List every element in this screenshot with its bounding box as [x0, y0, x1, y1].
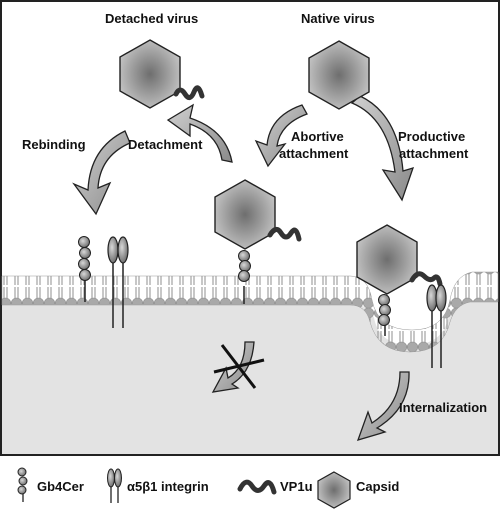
integrin-receptor-left: [107, 236, 129, 328]
legend-capsid-icon: [317, 471, 351, 509]
abortive-virus-capsid: [214, 179, 276, 250]
abortive-label-line2: attachment: [279, 146, 349, 161]
cell-membrane: [1, 271, 499, 353]
legend-capsid-label: Capsid: [356, 479, 400, 494]
blocked-entry-arrow: [211, 341, 255, 393]
legend-vp1u-icon: [237, 479, 277, 495]
abortive-attachment-arrow: [254, 104, 308, 168]
gb4cer-receptor-left: [78, 236, 91, 302]
native-virus-capsid: [308, 40, 370, 110]
detachment-label: Detachment: [128, 137, 203, 152]
cytoplasm: [2, 300, 498, 454]
productive-virus-capsid: [356, 224, 418, 295]
native-virus-label: Native virus: [301, 11, 375, 26]
legend-vp1u-label: VP1u: [280, 479, 313, 494]
productive-label-line2: attachment: [399, 146, 469, 161]
detached-virus-vp1u: [173, 85, 205, 100]
integrin-receptor-productive: [426, 284, 447, 368]
legend-integrin-icon: [107, 468, 122, 503]
internalization-arrow: [356, 371, 410, 441]
abortive-label-line1: Abortive: [291, 129, 344, 144]
legend-gb4cer-label: Gb4Cer: [37, 479, 84, 494]
productive-label-line1: Productive: [398, 129, 466, 144]
productive-attachment-arrow: [350, 95, 415, 202]
abortive-virus-vp1u: [267, 227, 302, 242]
detached-virus-capsid: [119, 39, 181, 109]
detachment-arrow: [166, 103, 233, 163]
productive-virus-vp1u: [409, 271, 443, 287]
legend-gb4cer-icon: [17, 467, 28, 502]
block-cross-line-2: [213, 358, 265, 374]
rebinding-arrow: [72, 130, 131, 216]
legend-integrin-label: α5β1 integrin: [127, 479, 209, 494]
rebinding-label: Rebinding: [22, 137, 86, 152]
internalization-label: Internalization: [399, 400, 488, 415]
detached-virus-label: Detached virus: [105, 11, 199, 26]
gb4cer-receptor-productive: [378, 294, 391, 336]
gb4cer-receptor-abortive: [238, 250, 251, 304]
